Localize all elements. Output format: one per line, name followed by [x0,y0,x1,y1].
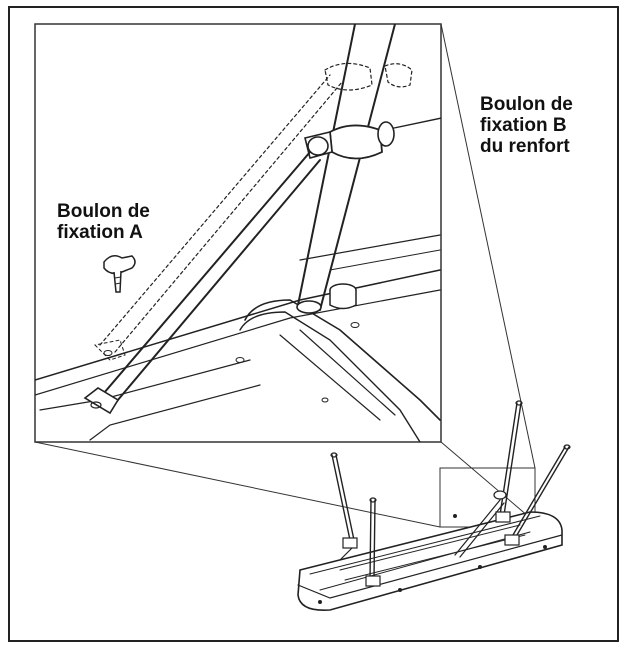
bolt-a-label-line-2: fixation A [57,222,143,243]
callout-lines [34,23,536,528]
bolt-b-label: Boulon de fixation B du renfort [480,94,573,157]
bolt-a-icon [103,255,136,293]
bolt-b-label-line-3: du renfort [480,136,570,157]
bolt-b-label-line-1: Boulon de [480,94,573,115]
bolt-b-label-line-2: fixation B [480,115,567,136]
bolt-a-label-line-1: Boulon de [57,201,150,222]
bolt-a-label: Boulon de fixation A [57,201,150,243]
bench-main-view [297,400,571,612]
inset-detail [34,23,442,443]
